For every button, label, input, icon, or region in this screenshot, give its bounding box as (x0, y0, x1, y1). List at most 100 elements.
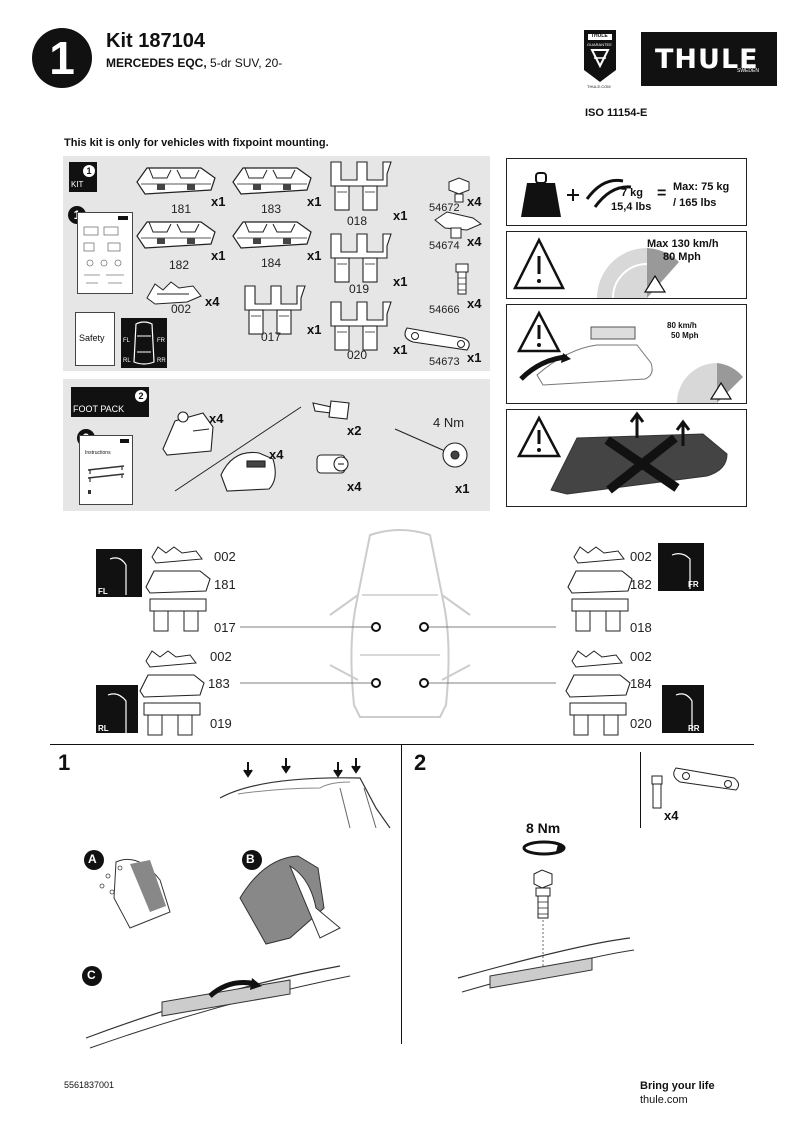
rl-part-019: 019 (210, 716, 232, 731)
part-017-qty: x1 (307, 322, 322, 337)
safety-doc: Safety (75, 312, 115, 366)
rl-part-183: 183 (208, 676, 230, 691)
iso-standard: ISO 11154-E (585, 107, 648, 119)
part-181-code: 181 (171, 202, 192, 216)
speed-line2: 80 Mph (663, 251, 701, 263)
part-017-code: 017 (261, 330, 282, 344)
layout-fl: FL (98, 587, 108, 596)
step2-torque: 8 Nm (526, 820, 561, 836)
car-top-view-icon (133, 321, 155, 365)
step1-b-label: B (246, 852, 255, 866)
load-weight-lbs: 15,4 lbs (611, 201, 652, 213)
step-number-badge: 1 (32, 28, 92, 88)
part-020-qty: x1 (393, 342, 408, 357)
part-002-qty: x4 (205, 294, 220, 309)
layout-rr: RR (688, 724, 700, 733)
layout-fr: FR (688, 580, 699, 589)
key-qty: x2 (347, 423, 362, 438)
layout-rl: RL (98, 724, 109, 733)
foot-pack-panel: 2 FOOT PACK 2 Instructions (63, 379, 490, 511)
speed-line1: Max 130 km/h (647, 238, 719, 250)
part-019-code: 019 (349, 282, 370, 296)
load-max-lbs: / 165 lbs (673, 197, 717, 209)
step1-a-label: A (88, 852, 97, 866)
part-54672-code: 54672 (429, 202, 460, 214)
vehicle-make: MERCEDES EQC, (106, 56, 207, 70)
kit-panel: 1 KIT 1 Safety FL FR RL RR (63, 156, 490, 371)
kit-badge: 1 KIT (69, 162, 97, 192)
part-002-code: 002 (171, 302, 192, 316)
part-018-qty: x1 (393, 208, 408, 223)
steps-top-rule (50, 744, 754, 745)
pos-rl: RL (123, 358, 131, 364)
safety-label: Safety (79, 333, 105, 343)
weight-bars-icon (521, 172, 632, 217)
part-018-code: 018 (347, 214, 368, 228)
speed2-line1: 80 km/h (667, 321, 697, 330)
fl-part-181: 181 (214, 577, 236, 592)
step2-number: 2 (414, 750, 427, 775)
guarantee-mid: GUARANTEE (587, 42, 612, 47)
load-max: Max: 75 kg (673, 181, 730, 193)
part-184-qty: x1 (307, 248, 322, 263)
part-019-qty: x1 (393, 274, 408, 289)
position-card: FL FR RL RR (121, 318, 167, 368)
part-182-qty: x1 (211, 248, 226, 263)
vehicle-line: MERCEDES EQC, 5-dr SUV, 20- (106, 56, 282, 70)
speed2-line2: 50 Mph (671, 331, 699, 340)
foot-pack-badge: 2 FOOT PACK (71, 387, 149, 417)
no-roof-load-box (506, 409, 747, 507)
foot-instruction-doc: Instructions (79, 435, 133, 505)
bars-sketch-icon (87, 439, 129, 494)
part-54666-qty: x4 (467, 296, 482, 311)
step2-illustrations (457, 767, 740, 993)
kit-badge-label: KIT (71, 180, 84, 189)
fl-part-002: 002 (214, 549, 236, 564)
rl-part-002: 002 (210, 649, 232, 664)
foot-pack-drawings (162, 400, 468, 492)
part-183-code: 183 (261, 202, 282, 216)
step1-c-label: C (87, 968, 96, 982)
rr-part-184: 184 (630, 676, 652, 691)
speed-with-load-box: 80 km/h 50 Mph (506, 304, 747, 404)
pos-fr: FR (157, 338, 165, 344)
thule-logo-text: THULE (655, 44, 759, 75)
part-182-code: 182 (169, 258, 190, 272)
fr-part-182: 182 (630, 577, 652, 592)
fr-part-002: 002 (630, 549, 652, 564)
part-54672-qty: x4 (467, 194, 482, 209)
thule-logo: THULE SWEDEN (641, 32, 777, 86)
part-183-qty: x1 (307, 194, 322, 209)
footer-url: thule.com (640, 1094, 688, 1106)
part-020-code: 020 (347, 348, 368, 362)
guarantee-seal: THULE GUARANTEE THULE.COM (582, 28, 618, 90)
guarantee-shield-icon (584, 30, 616, 82)
footer-code: 5561837001 (64, 1080, 115, 1090)
step2-qty: x4 (664, 808, 679, 823)
steps-middle-rule (401, 744, 402, 1044)
kit-badge-num: 1 (83, 165, 95, 177)
tool-torque: 4 Nm (433, 415, 465, 430)
car-load-warning-icon (516, 310, 743, 403)
foot-instructions-label: Instructions (85, 450, 111, 456)
thule-logo-sub: SWEDEN (737, 68, 759, 74)
guarantee-bottom: THULE.COM (587, 84, 611, 89)
foot-pack-badge-label: FOOT PACK (73, 404, 125, 414)
part-54673-qty: x1 (467, 350, 482, 365)
tool-qty: x1 (455, 481, 470, 496)
step2-inset-rule (640, 752, 641, 828)
doc-sketch-icon (83, 216, 128, 284)
foot1-qty: x4 (209, 411, 224, 426)
speed-box: Max 130 km/h 80 Mph (506, 231, 747, 299)
rr-part-020: 020 (630, 716, 652, 731)
pos-fl: FL (123, 338, 131, 344)
pos-rr: RR (157, 358, 166, 364)
footer-slogan: Bring your life (640, 1080, 715, 1092)
vehicle-spec: 5-dr SUV, 20- (206, 56, 283, 70)
part-54674-code: 54674 (429, 240, 460, 252)
no-load-on-roof-icon (516, 411, 728, 495)
load-box: 7 kg 15,4 lbs = Max: 75 kg / 165 lbs (506, 158, 747, 226)
kit-part-drawings (136, 161, 482, 351)
kit-title: Kit 187104 (106, 30, 205, 52)
step1-illustrations (82, 758, 391, 1049)
